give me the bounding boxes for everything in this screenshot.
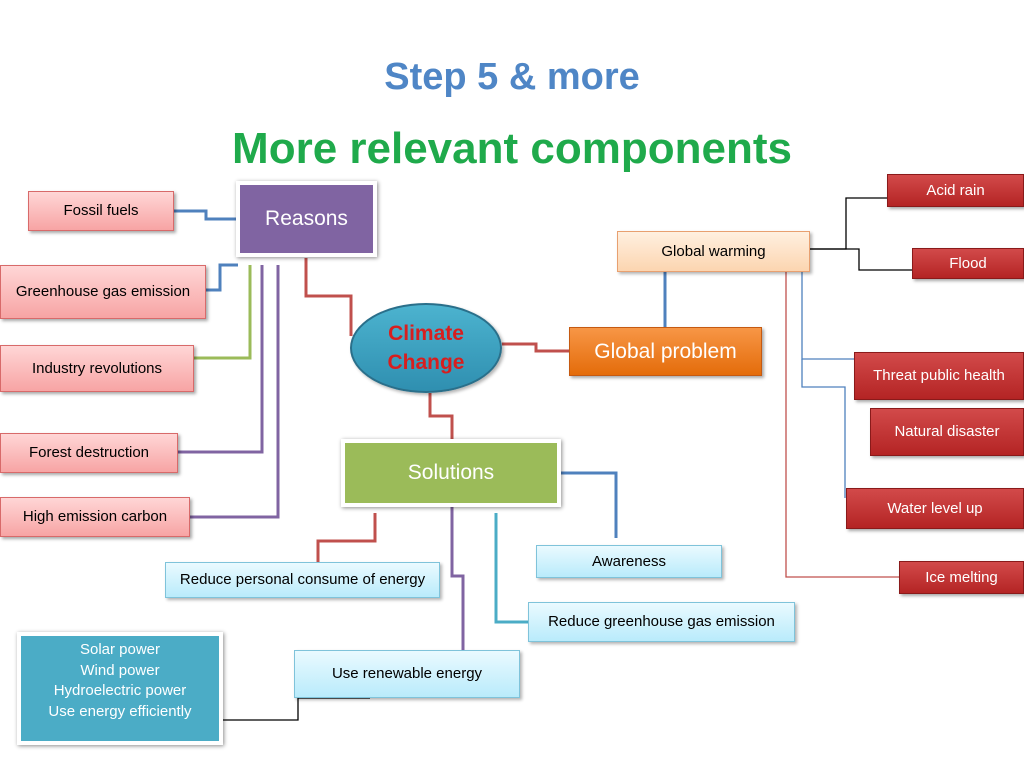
link-ice-melting (785, 272, 900, 578)
energy-source-item: Use energy efficiently (48, 702, 192, 720)
effect-label: Threat public health (873, 367, 1005, 384)
effect-acid-rain: Acid rain (887, 174, 1024, 207)
link-threat-health (801, 272, 854, 360)
effect-label: Ice melting (925, 568, 998, 586)
global-warming-label: Global warming (661, 242, 766, 260)
reason-label: Forest destruction (28, 444, 150, 461)
effect-label: Acid rain (926, 181, 985, 199)
link-reduce-personal (316, 513, 377, 567)
link-acid-rain (810, 197, 887, 250)
effect-water-level-up: Water level up (846, 488, 1024, 529)
effect-threat-public-health: Threat public health (854, 352, 1024, 400)
energy-source-item: Hydroelectric power (53, 682, 187, 699)
link-energy-sources (222, 697, 370, 721)
solution-label: Use renewable energy (331, 665, 483, 682)
climate-line-1: Climate (388, 322, 464, 345)
reason-industry-revolutions: Industry revolutions (0, 345, 194, 392)
global-warming-node: Global warming (617, 231, 810, 272)
link-natural-disaster (801, 359, 846, 498)
reason-label: Greenhouse gas emission (15, 283, 191, 300)
link-high-emission (190, 265, 280, 519)
link-climate-solutions (428, 393, 454, 441)
reason-label: Fossil fuels (63, 202, 139, 219)
energy-source-item: Solar power (79, 641, 161, 658)
link-climate-problem (502, 342, 570, 353)
link-forest (178, 265, 264, 454)
step-title: Step 5 & more (384, 56, 640, 98)
solution-label: Reduce greenhouse gas emission (548, 613, 775, 630)
solution-reduce-personal-consume: Reduce personal consume of energy (165, 562, 440, 598)
reason-fossil-fuels: Fossil fuels (28, 191, 174, 231)
solution-awareness: Awareness (536, 545, 722, 578)
link-reduce-greenhouse (494, 513, 528, 624)
reasons-label: Reasons (265, 207, 348, 230)
energy-sources-box: Solar power Wind power Hydroelectric pow… (17, 632, 223, 745)
reasons-node: Reasons (236, 181, 377, 257)
reason-label: Industry revolutions (31, 359, 163, 377)
effect-label: Flood (949, 254, 987, 272)
link-fossil-fuels (174, 209, 238, 221)
solution-label: Awareness (592, 552, 666, 570)
link-awareness (560, 471, 618, 538)
reason-forest-destruction: Forest destruction (0, 433, 178, 473)
effect-flood: Flood (912, 248, 1024, 279)
link-flood (810, 248, 912, 271)
link-reasons-climate (304, 258, 353, 336)
reason-greenhouse-gas-emission: Greenhouse gas emission (0, 265, 206, 319)
solution-reduce-greenhouse-gas: Reduce greenhouse gas emission (528, 602, 795, 642)
global-problem-node: Global problem (569, 327, 762, 376)
effect-label: Natural disaster (894, 423, 1000, 440)
effect-natural-disaster: Natural disaster (870, 408, 1024, 456)
solutions-node: Solutions (341, 439, 561, 507)
solution-label: Reduce personal consume of energy (179, 571, 426, 588)
energy-source-item: Wind power (80, 661, 160, 679)
climate-change-node: Climate Change (350, 303, 502, 393)
link-renewable (450, 506, 465, 652)
reason-high-emission-carbon: High emission carbon (0, 497, 190, 537)
effect-label: Water level up (887, 499, 983, 517)
page-subtitle: More relevant components (232, 124, 792, 173)
solution-use-renewable-energy: Use renewable energy (294, 650, 520, 698)
effect-ice-melting: Ice melting (899, 561, 1024, 594)
global-problem-label: Global problem (594, 339, 737, 363)
link-greenhouse (206, 263, 238, 292)
reason-label: High emission carbon (22, 508, 168, 525)
link-industry (194, 265, 252, 360)
climate-line-2: Change (387, 351, 465, 374)
solutions-label: Solutions (407, 461, 495, 484)
